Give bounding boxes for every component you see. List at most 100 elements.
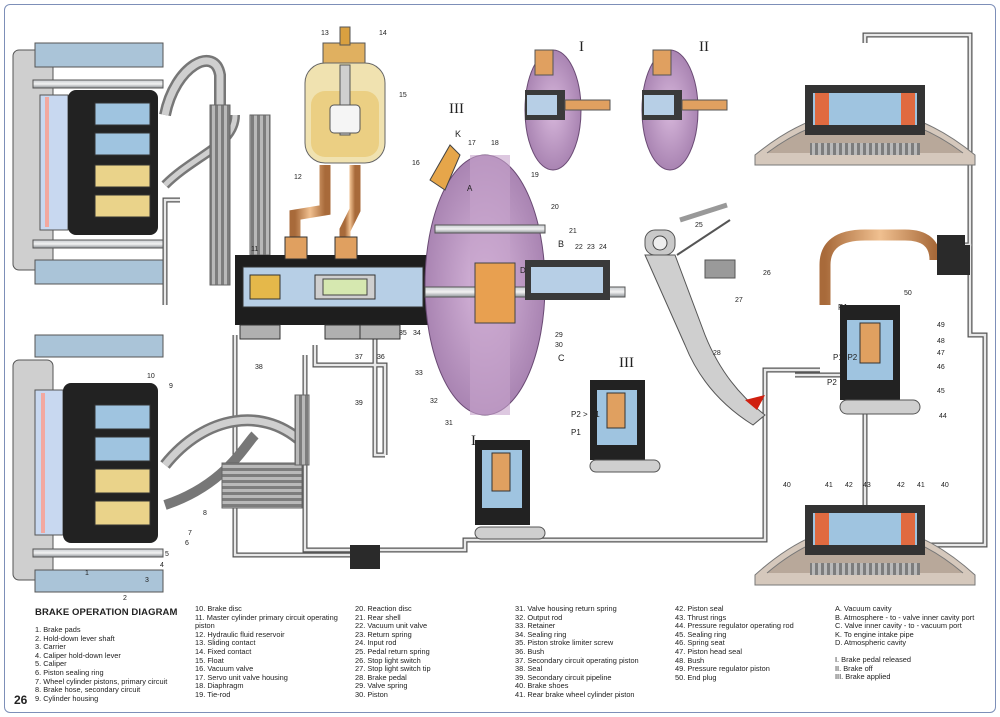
svg-text:3: 3 (145, 577, 149, 584)
legend-item: I. Brake pedal released (835, 654, 912, 664)
svg-text:20: 20 (551, 204, 559, 211)
svg-text:42: 42 (845, 482, 853, 489)
svg-text:27: 27 (735, 297, 743, 304)
legend-column-3: 20. Reaction disc 21. Rear shell 22. Vac… (355, 604, 431, 700)
svg-text:13: 13 (321, 30, 329, 37)
legend-item: 3. Carrier (35, 642, 66, 652)
legend-item: 46. Spring seat (675, 638, 725, 648)
legend-item: 33. Retainer (515, 621, 556, 631)
legend-item: 18. Diaphragm (195, 681, 244, 691)
point-D: D (520, 266, 526, 275)
svg-text:21: 21 (569, 228, 577, 235)
legend-item: 6. Piston sealing ring (35, 667, 104, 677)
legend-item: 19. Tie-rod (195, 689, 231, 699)
point-B: B (558, 239, 564, 249)
svg-text:32: 32 (430, 398, 438, 405)
svg-text:34: 34 (413, 330, 421, 337)
svg-text:8: 8 (203, 510, 207, 517)
legend-column-4: 31. Valve housing return spring 32. Outp… (515, 604, 639, 700)
svg-text:7: 7 (188, 530, 192, 537)
legend-item: 44. Pressure regulator operating rod (675, 621, 794, 631)
legend-item: 47. Piston head seal (675, 646, 742, 656)
svg-text:14: 14 (379, 30, 387, 37)
svg-text:47: 47 (937, 350, 945, 357)
svg-text:37: 37 (355, 354, 363, 361)
svg-text:50: 50 (904, 290, 912, 297)
legend-item: 36. Bush (515, 646, 545, 656)
svg-text:43: 43 (863, 482, 871, 489)
pressure-label-p2-gt-p1: P2 > P1 (571, 410, 600, 419)
svg-text:33: 33 (415, 370, 423, 377)
legend-item: 43. Thrust rings (675, 612, 727, 622)
legend-item: D. Atmospheric cavity (835, 638, 907, 648)
numeral-III-servo: III (449, 101, 464, 117)
legend-item: 25. Pedal return spring (355, 646, 430, 656)
svg-text:2: 2 (123, 595, 127, 602)
svg-text:40: 40 (941, 482, 949, 489)
legend-item: 35. Piston stroke limiter screw (515, 638, 614, 648)
legend-item: 10. Brake disc (195, 604, 242, 613)
legend-item: 42. Piston seal (675, 604, 724, 613)
callout-numbers: 13 14 15 12 16 17 18 19 20 21 22 23 24 2… (85, 30, 949, 602)
legend-item: 23. Return spring (355, 629, 412, 639)
svg-text:25: 25 (695, 222, 703, 229)
legend-column-1: 1. Brake pads 2. Hold-down lever shaft 3… (35, 625, 168, 703)
valve-inset-I-top (524, 49, 611, 171)
svg-text:16: 16 (412, 160, 420, 167)
svg-text:29: 29 (555, 332, 563, 339)
svg-text:44: 44 (939, 413, 947, 420)
legend-item: 48. Bush (675, 655, 705, 665)
diagram-title: BRAKE OPERATION DIAGRAM (35, 607, 178, 618)
fluid-reservoir (289, 26, 386, 245)
svg-text:39: 39 (355, 400, 363, 407)
legend-item: 15. Float (195, 655, 224, 665)
svg-text:6: 6 (185, 540, 189, 547)
svg-text:35: 35 (399, 330, 407, 337)
tee-fitting-bottom (350, 545, 380, 569)
legend-item: 39. Secondary circuit pipeline (515, 672, 612, 682)
svg-text:46: 46 (937, 364, 945, 371)
legend-item: 40. Brake shoes (515, 681, 569, 691)
svg-text:41: 41 (917, 482, 925, 489)
legend-item: C. Valve inner cavity - to - vacuum port (835, 621, 962, 631)
legend-item: 28. Brake pedal (355, 672, 407, 682)
legend-item: 7. Wheel cylinder pistons, primary circu… (35, 676, 168, 686)
legend-item: 17. Servo unit valve housing (195, 672, 288, 682)
numeral-I-regulator: I (471, 433, 476, 449)
legend-item: 24. Input rod (355, 638, 397, 648)
legend-item: A. Vacuum cavity (835, 604, 892, 613)
legend-item: 13. Sliding contact (195, 638, 256, 648)
svg-text:4: 4 (160, 562, 164, 569)
brake-pedal (644, 202, 766, 426)
svg-text:10: 10 (147, 373, 155, 380)
master-cylinder (235, 236, 435, 340)
svg-text:1: 1 (85, 570, 89, 577)
legend-item: 31. Valve housing return spring (515, 604, 617, 613)
numeral-III-regulator: III (619, 355, 634, 371)
legend-column-2: 10. Brake disc 11. Master cylinder prima… (195, 604, 338, 700)
legend-item: 20. Reaction disc (355, 604, 412, 613)
svg-text:31: 31 (445, 420, 453, 427)
svg-text:12: 12 (294, 174, 302, 181)
legend-item: 14. Fixed contact (195, 646, 252, 656)
legend-item: 5. Caliper (35, 659, 67, 669)
svg-text:18: 18 (491, 140, 499, 147)
point-A: A (467, 184, 473, 193)
legend-item: 50. End plug (675, 672, 717, 682)
pressure-label-p2: P2 (827, 378, 837, 387)
legend-item: 27. Stop light switch tip (355, 664, 431, 674)
brake-hoses (159, 54, 310, 510)
legend-item: 1. Brake pads (35, 625, 81, 634)
legend-item: 16. Vacuum valve (195, 664, 254, 674)
front-caliper-bottom (12, 334, 164, 593)
svg-text:48: 48 (937, 338, 945, 345)
point-K: K (455, 129, 461, 139)
svg-text:9: 9 (169, 383, 173, 390)
legend-item: III. Brake applied (835, 672, 891, 682)
legend-column-5: 42. Piston seal 43. Thrust rings 44. Pre… (675, 604, 794, 682)
legend-item: 9. Cylinder housing (35, 693, 99, 703)
legend-item: 41. Rear brake wheel cylinder piston (515, 689, 635, 699)
legend-item: piston (195, 621, 215, 631)
svg-text:24: 24 (599, 244, 607, 251)
front-caliper-top (12, 42, 164, 285)
